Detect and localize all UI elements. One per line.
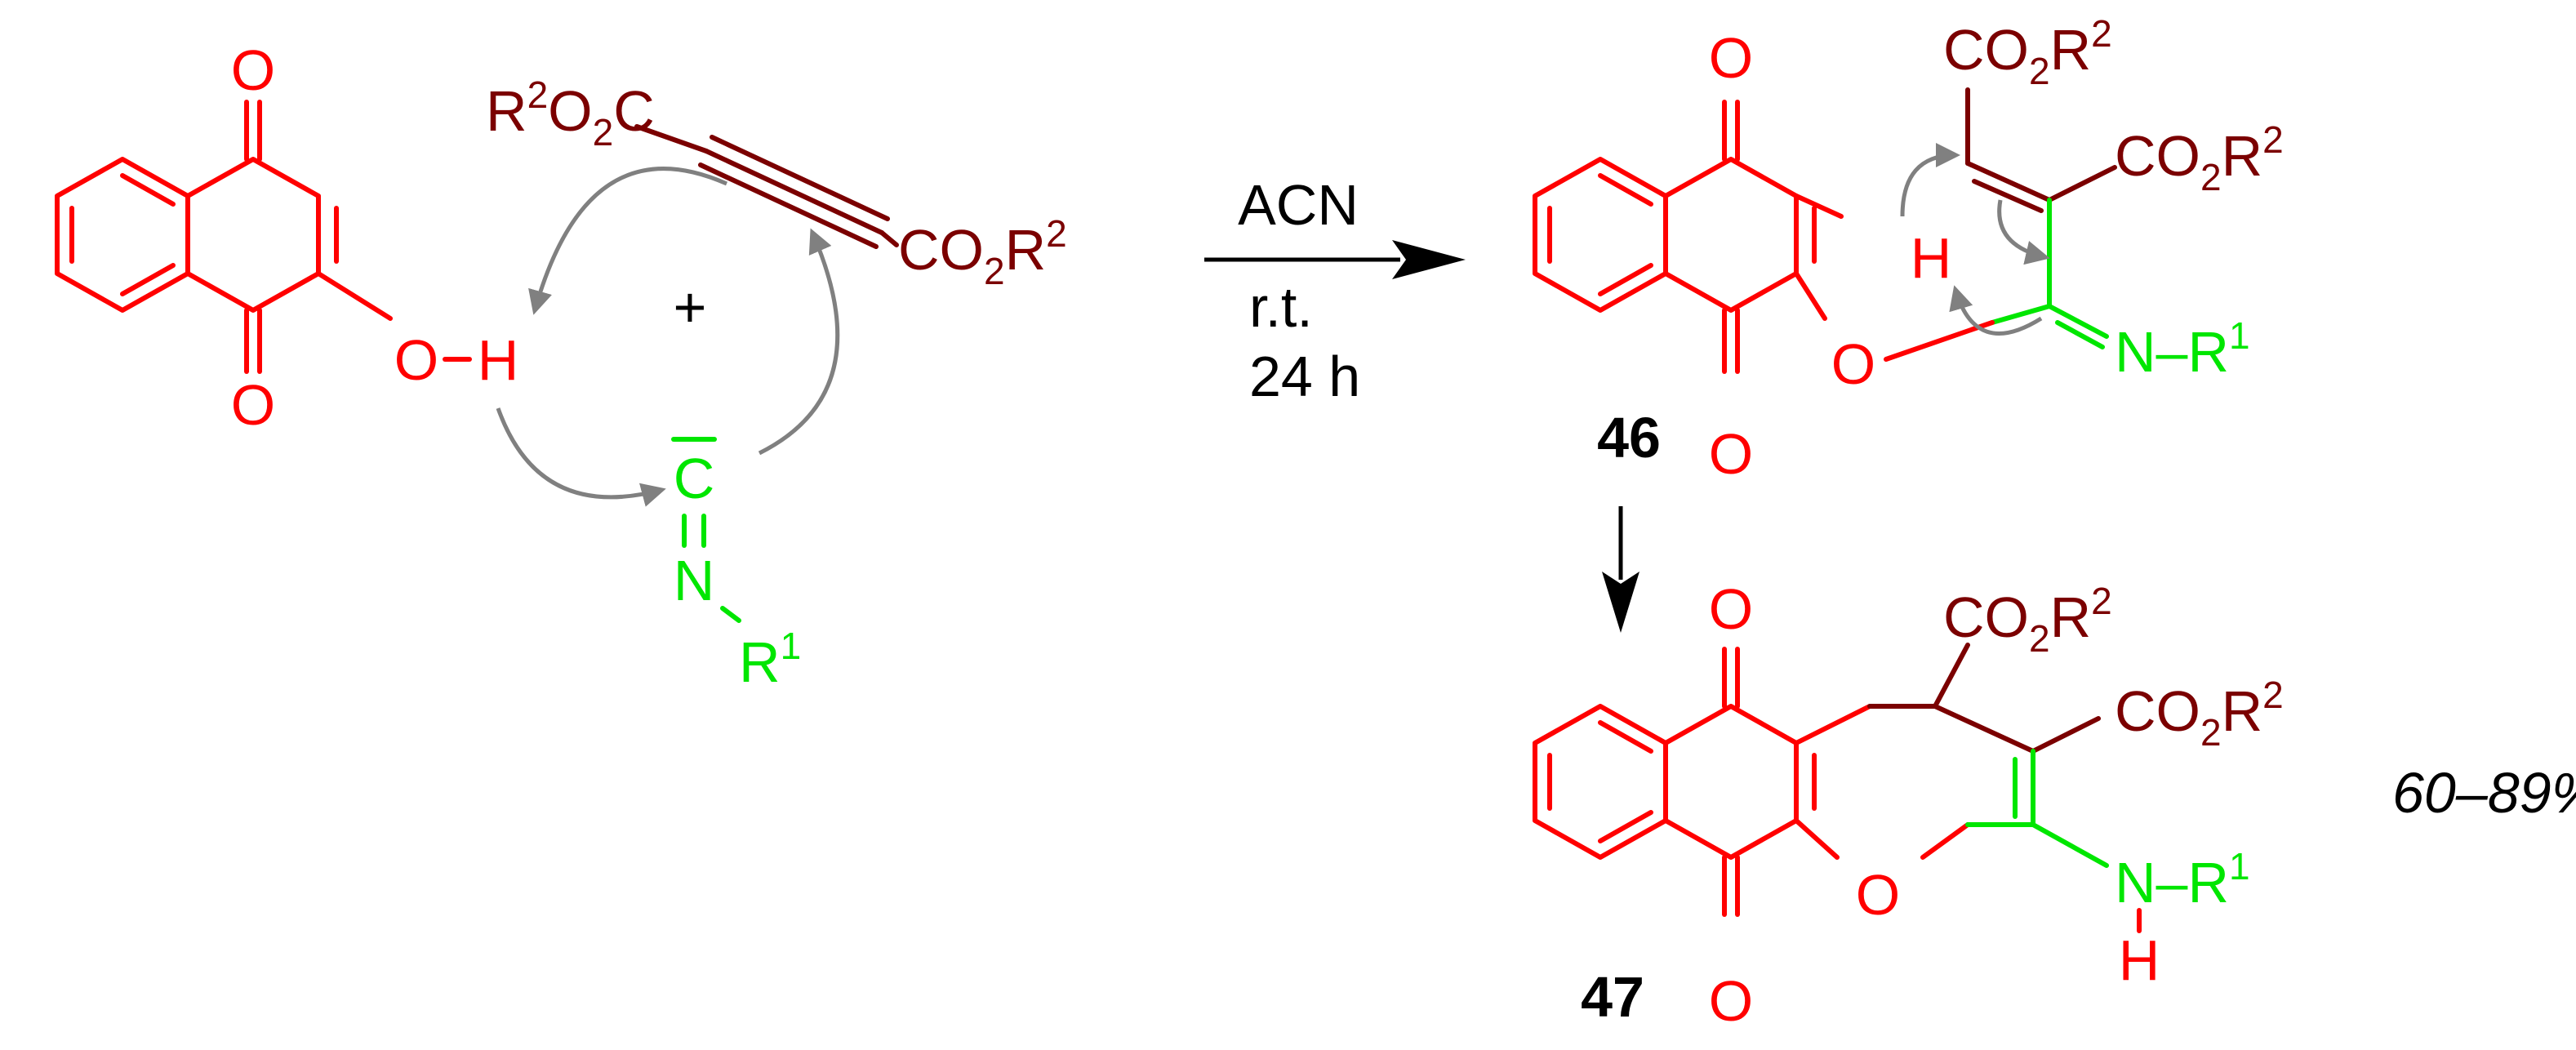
p47-ring-o: O <box>1856 863 1900 927</box>
r1-carbonyl-o-top: O <box>231 38 275 102</box>
compound-label-47: 47 <box>1581 965 1644 1029</box>
r1-carbonyl-o-bottom: O <box>231 373 275 437</box>
p47-carbonyl-o-bottom: O <box>1709 969 1753 1033</box>
p47-ester-top: CO2R2 <box>1943 580 2112 660</box>
mechanism-arrows-right <box>1900 143 2050 336</box>
isocyanide-c: C <box>674 447 715 510</box>
r1-hydroxyl-o: O <box>394 328 438 392</box>
mechanism-arrows-left <box>496 167 840 507</box>
r2-ester-right: CO2R2 <box>898 212 1067 292</box>
acetylenedicarboxylate-structure: R2O2C CO2R2 <box>486 73 1067 292</box>
reaction-arrow <box>1204 240 1466 279</box>
condition-time: 24 h <box>1249 345 1360 408</box>
r2-ester-left: R2O2C <box>486 73 655 153</box>
yield-range: 60–89% <box>2392 761 2576 825</box>
isocyanide-structure: C N R1 <box>671 437 801 694</box>
i46-h: H <box>1911 226 1952 290</box>
r1-hydroxyl-h: H <box>478 328 519 392</box>
product-47-structure: O O O CO2R2 CO2R2 N–R1 H 47 60–89% <box>1533 577 2576 1033</box>
i46-imine: N–R1 <box>2115 314 2250 384</box>
i46-carbonyl-o-top: O <box>1709 26 1753 90</box>
plus-sign: + <box>674 275 707 339</box>
isocyanide-n: N <box>674 549 715 612</box>
hydroxynaphthoquinone-structure: O O O H <box>55 38 519 437</box>
condition-solvent: ACN <box>1238 173 1359 237</box>
i46-ester-top: CO2R2 <box>1943 12 2112 92</box>
isocyanide-r1: R1 <box>739 625 801 694</box>
intermediate-46-structure: O O O H CO2R2 CO2R2 N–R1 46 <box>1533 12 2284 486</box>
i46-carbonyl-o-bottom: O <box>1709 422 1753 486</box>
compound-label-46: 46 <box>1597 406 1661 469</box>
down-arrow <box>1602 506 1639 633</box>
p47-ester-right: CO2R2 <box>2115 674 2284 754</box>
p47-amine: N–R1 <box>2115 845 2250 914</box>
i46-ether-o: O <box>1831 332 1875 396</box>
p47-amine-h: H <box>2119 928 2160 992</box>
i46-ester-right: CO2R2 <box>2115 118 2284 198</box>
condition-temperature: r.t. <box>1249 275 1313 339</box>
p47-carbonyl-o-top: O <box>1709 577 1753 641</box>
